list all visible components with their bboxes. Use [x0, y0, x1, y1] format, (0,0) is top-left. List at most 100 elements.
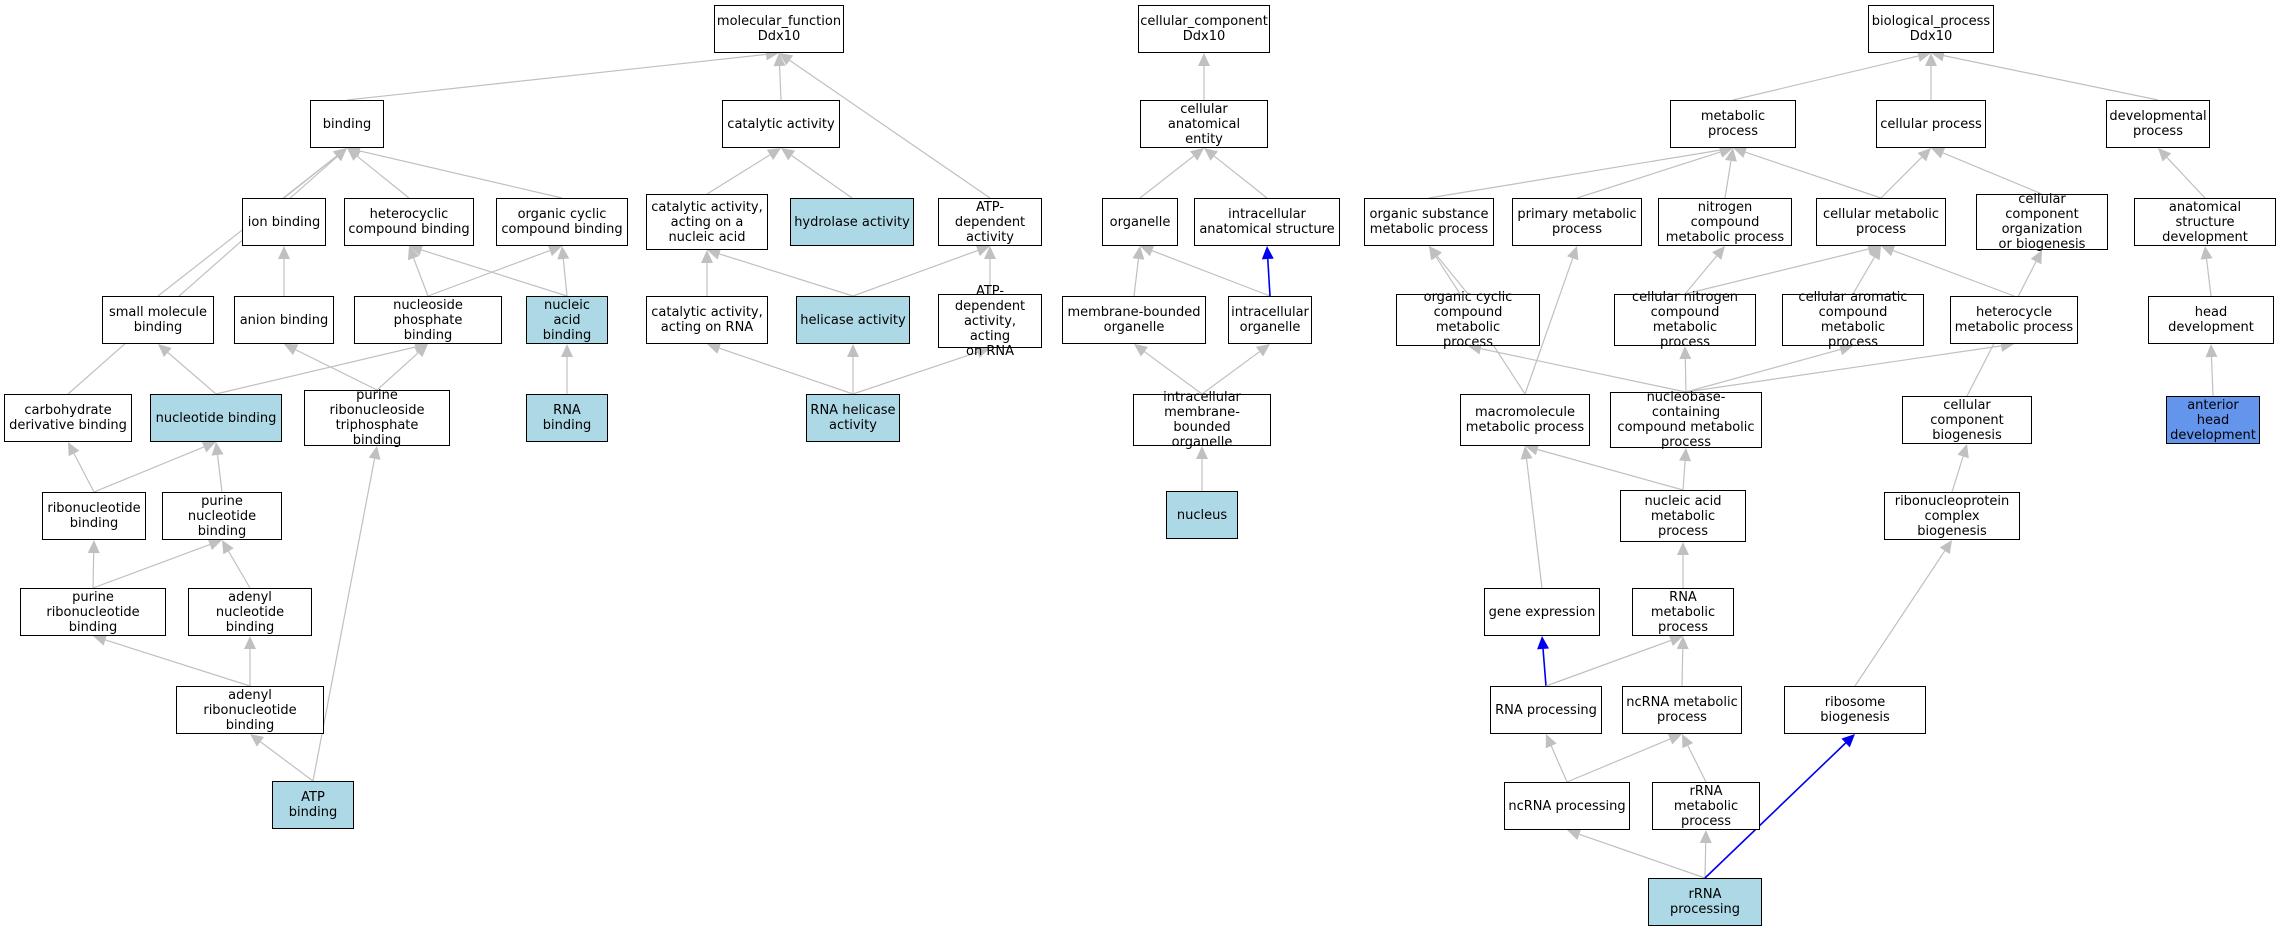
- edge-arrowhead-82: [1567, 828, 1582, 840]
- go-node-catalytic-activity[interactable]: catalytic activity: [722, 100, 840, 148]
- go-node-organelle[interactable]: organelle: [1102, 198, 1178, 246]
- go-node-intracellular-organelle[interactable]: intracellular organelle: [1228, 296, 1312, 344]
- edge-arrowhead-31: [207, 538, 222, 551]
- edge-is-a-70: [1537, 448, 1684, 491]
- go-node-rrna-metabolic-process[interactable]: rRNA metabolic process: [1652, 782, 1760, 830]
- go-node-ribonucleoprotein-complex-biogenesis[interactable]: ribonucleoprotein complex biogenesis: [1884, 492, 2020, 540]
- edge-arrowhead-53: [1917, 148, 1931, 162]
- go-node-purine-ribonucleoside-triphosphate-binding[interactable]: purine ribonucleoside triphosphate bindi…: [304, 388, 450, 448]
- edge-arrowhead-54: [1931, 147, 1946, 159]
- edge-arrowhead-65: [1679, 346, 1692, 360]
- go-node-atp-binding[interactable]: ATP binding: [272, 781, 354, 829]
- edge-arrowhead-22: [284, 344, 299, 356]
- edge-arrowhead-28: [201, 441, 216, 453]
- go-node-rna-metabolic-process[interactable]: RNA metabolic process: [1632, 588, 1734, 636]
- go-node-organic-substance-metabolic-process[interactable]: organic substance metabolic process: [1364, 198, 1494, 246]
- edge-is-a-11: [413, 257, 429, 297]
- go-node-macromolecule-metabolic-process[interactable]: macromolecule metabolic process: [1460, 394, 1590, 446]
- go-node-adenyl-ribonucleotide-binding[interactable]: adenyl ribonucleotide binding: [176, 686, 324, 734]
- edge-arrowhead-36: [368, 446, 381, 460]
- go-node-anterior-head-development[interactable]: anterior head development: [2166, 396, 2260, 444]
- edge-is-a-64: [1480, 348, 1687, 393]
- edge-is-a-13: [427, 249, 551, 297]
- go-node-biological-process-root[interactable]: biological_process Ddx10: [1868, 5, 1994, 53]
- go-node-metabolic-process[interactable]: metabolic process: [1670, 100, 1796, 148]
- edge-is-a-32: [228, 550, 251, 589]
- edge-arrowhead-30: [87, 540, 100, 554]
- go-node-nucleic-acid-binding[interactable]: nucleic acid binding: [526, 296, 608, 344]
- go-node-nucleoside-phosphate-binding[interactable]: nucleoside phosphate binding: [354, 296, 502, 344]
- go-node-intracellular-membrane-bounded-organelle[interactable]: intracellular membrane-bounded organelle: [1133, 390, 1271, 450]
- go-node-organic-cyclic-compound-metabolic-process[interactable]: organic cyclic compound metabolic proces…: [1396, 290, 1540, 350]
- go-node-anatomical-structure-development[interactable]: anatomical structure development: [2134, 198, 2276, 246]
- go-node-nucleobase-containing-compound-metabolic-process[interactable]: nucleobase-containing compound metabolic…: [1610, 390, 1762, 450]
- go-node-membrane-bounded-organelle[interactable]: membrane-bounded organelle: [1062, 296, 1206, 344]
- go-node-catalytic-activity-rna[interactable]: catalytic activity, acting on RNA: [646, 296, 768, 344]
- go-node-rna-binding[interactable]: RNA binding: [526, 394, 608, 442]
- edge-is-a-78: [1854, 550, 1946, 687]
- go-node-ion-binding[interactable]: ion binding: [242, 198, 326, 246]
- go-node-catalytic-activity-nucleic-acid[interactable]: catalytic activity, acting on a nucleic …: [646, 194, 768, 250]
- edge-is-a-55: [2166, 157, 2206, 199]
- go-node-cellular-aromatic-compound-metabolic-process[interactable]: cellular aromatic compound metabolic pro…: [1782, 290, 1924, 350]
- go-node-helicase-activity[interactable]: helicase activity: [796, 296, 910, 344]
- edge-arrowhead-79: [1545, 734, 1557, 749]
- go-node-atp-dependent-activity[interactable]: ATP-dependent activity: [938, 198, 1042, 246]
- edge-is-a-12: [421, 249, 568, 297]
- edge-arrowhead-27: [68, 442, 80, 457]
- go-node-ncrna-metabolic-process[interactable]: ncRNA metabolic process: [1622, 686, 1742, 734]
- edge-arrowhead-44: [1255, 344, 1270, 357]
- go-node-hydrolase-activity[interactable]: hydrolase activity: [790, 198, 914, 246]
- edge-arrowhead-11: [408, 246, 420, 261]
- go-node-intracellular-anatomical-structure[interactable]: intracellular anatomical structure: [1194, 198, 1340, 246]
- go-node-organic-cyclic-compound-binding[interactable]: organic cyclic compound binding: [496, 198, 628, 246]
- go-node-heterocyclic-compound-binding[interactable]: heterocyclic compound binding: [344, 198, 474, 246]
- edge-is-a-67: [1685, 345, 2002, 393]
- go-node-head-development[interactable]: head development: [2148, 296, 2274, 344]
- go-node-atp-dependent-activity-rna[interactable]: ATP-dependent activity, acting on RNA: [938, 284, 1042, 359]
- go-node-cellular-component-biogenesis[interactable]: cellular component biogenesis: [1902, 396, 2032, 444]
- go-node-cellular-metabolic-process[interactable]: cellular metabolic process: [1816, 198, 1946, 246]
- go-node-rna-helicase-activity[interactable]: RNA helicase activity: [806, 394, 900, 442]
- go-node-rna-processing[interactable]: RNA processing: [1490, 686, 1602, 734]
- go-node-ribosome-biogenesis[interactable]: ribosome biogenesis: [1784, 686, 1926, 734]
- go-node-cellular-component-root[interactable]: cellular_component Ddx10: [1138, 5, 1270, 53]
- edge-arrowhead-41: [1140, 245, 1155, 257]
- go-node-cellular-nitrogen-compound-metabolic-process[interactable]: cellular nitrogen compound metabolic pro…: [1614, 290, 1756, 350]
- go-node-gene-expression[interactable]: gene expression: [1484, 588, 1600, 636]
- go-node-heterocycle-metabolic-process[interactable]: heterocycle metabolic process: [1950, 296, 2078, 344]
- edge-is-a-81: [1687, 745, 1707, 783]
- go-node-binding[interactable]: binding: [310, 100, 384, 148]
- go-node-primary-metabolic-process[interactable]: primary metabolic process: [1512, 198, 1642, 246]
- edge-is-a-5: [359, 150, 563, 199]
- edge-is-a-62: [1892, 250, 2015, 297]
- go-node-nucleotide-binding[interactable]: nucleotide binding: [150, 394, 282, 442]
- go-node-developmental-process[interactable]: developmental process: [2106, 100, 2210, 148]
- go-node-small-molecule-binding[interactable]: small molecule binding: [102, 296, 214, 344]
- edge-is-a-4: [356, 155, 410, 199]
- go-node-molecular-function-root[interactable]: molecular_function Ddx10: [714, 5, 844, 53]
- edge-arrowhead-37: [1198, 53, 1210, 66]
- go-node-purine-ribonucleotide-binding[interactable]: purine ribonucleotide binding: [20, 588, 166, 636]
- edge-arrowhead-55: [2158, 148, 2172, 162]
- edge-arrowhead-80: [1667, 733, 1682, 745]
- go-node-nucleic-acid-metabolic-process[interactable]: nucleic acid metabolic process: [1620, 490, 1746, 542]
- go-node-nucleus[interactable]: nucleus: [1166, 491, 1238, 539]
- go-node-rrna-processing[interactable]: rRNA processing: [1648, 878, 1762, 926]
- go-node-carbohydrate-derivative-binding[interactable]: carbohydrate derivative binding: [4, 394, 132, 442]
- go-node-cellular-process[interactable]: cellular process: [1876, 100, 1986, 148]
- edge-arrowhead-70: [1525, 443, 1540, 456]
- go-node-ncrna-processing[interactable]: ncRNA processing: [1504, 782, 1630, 830]
- go-node-purine-nucleotide-binding[interactable]: purine nucleotide binding: [162, 492, 282, 540]
- edge-arrowhead-73: [1520, 446, 1533, 460]
- edge-is-a-51: [1724, 160, 1732, 199]
- go-node-cellular-anatomical-entity[interactable]: cellular anatomical entity: [1140, 100, 1268, 148]
- go-node-nitrogen-compound-metabolic-process[interactable]: nitrogen compound metabolic process: [1658, 198, 1792, 246]
- go-node-anion-binding[interactable]: anion binding: [234, 296, 334, 344]
- edge-arrowhead-15: [701, 250, 713, 263]
- edge-arrowhead-66: [1838, 343, 1853, 356]
- go-node-adenyl-nucleotide-binding[interactable]: adenyl nucleotide binding: [188, 588, 312, 636]
- edge-is-a-28: [93, 446, 205, 493]
- go-node-ribonucleotide-binding[interactable]: ribonucleotide binding: [42, 492, 146, 540]
- go-node-cellular-component-organization[interactable]: cellular component organization or bioge…: [1976, 192, 2108, 252]
